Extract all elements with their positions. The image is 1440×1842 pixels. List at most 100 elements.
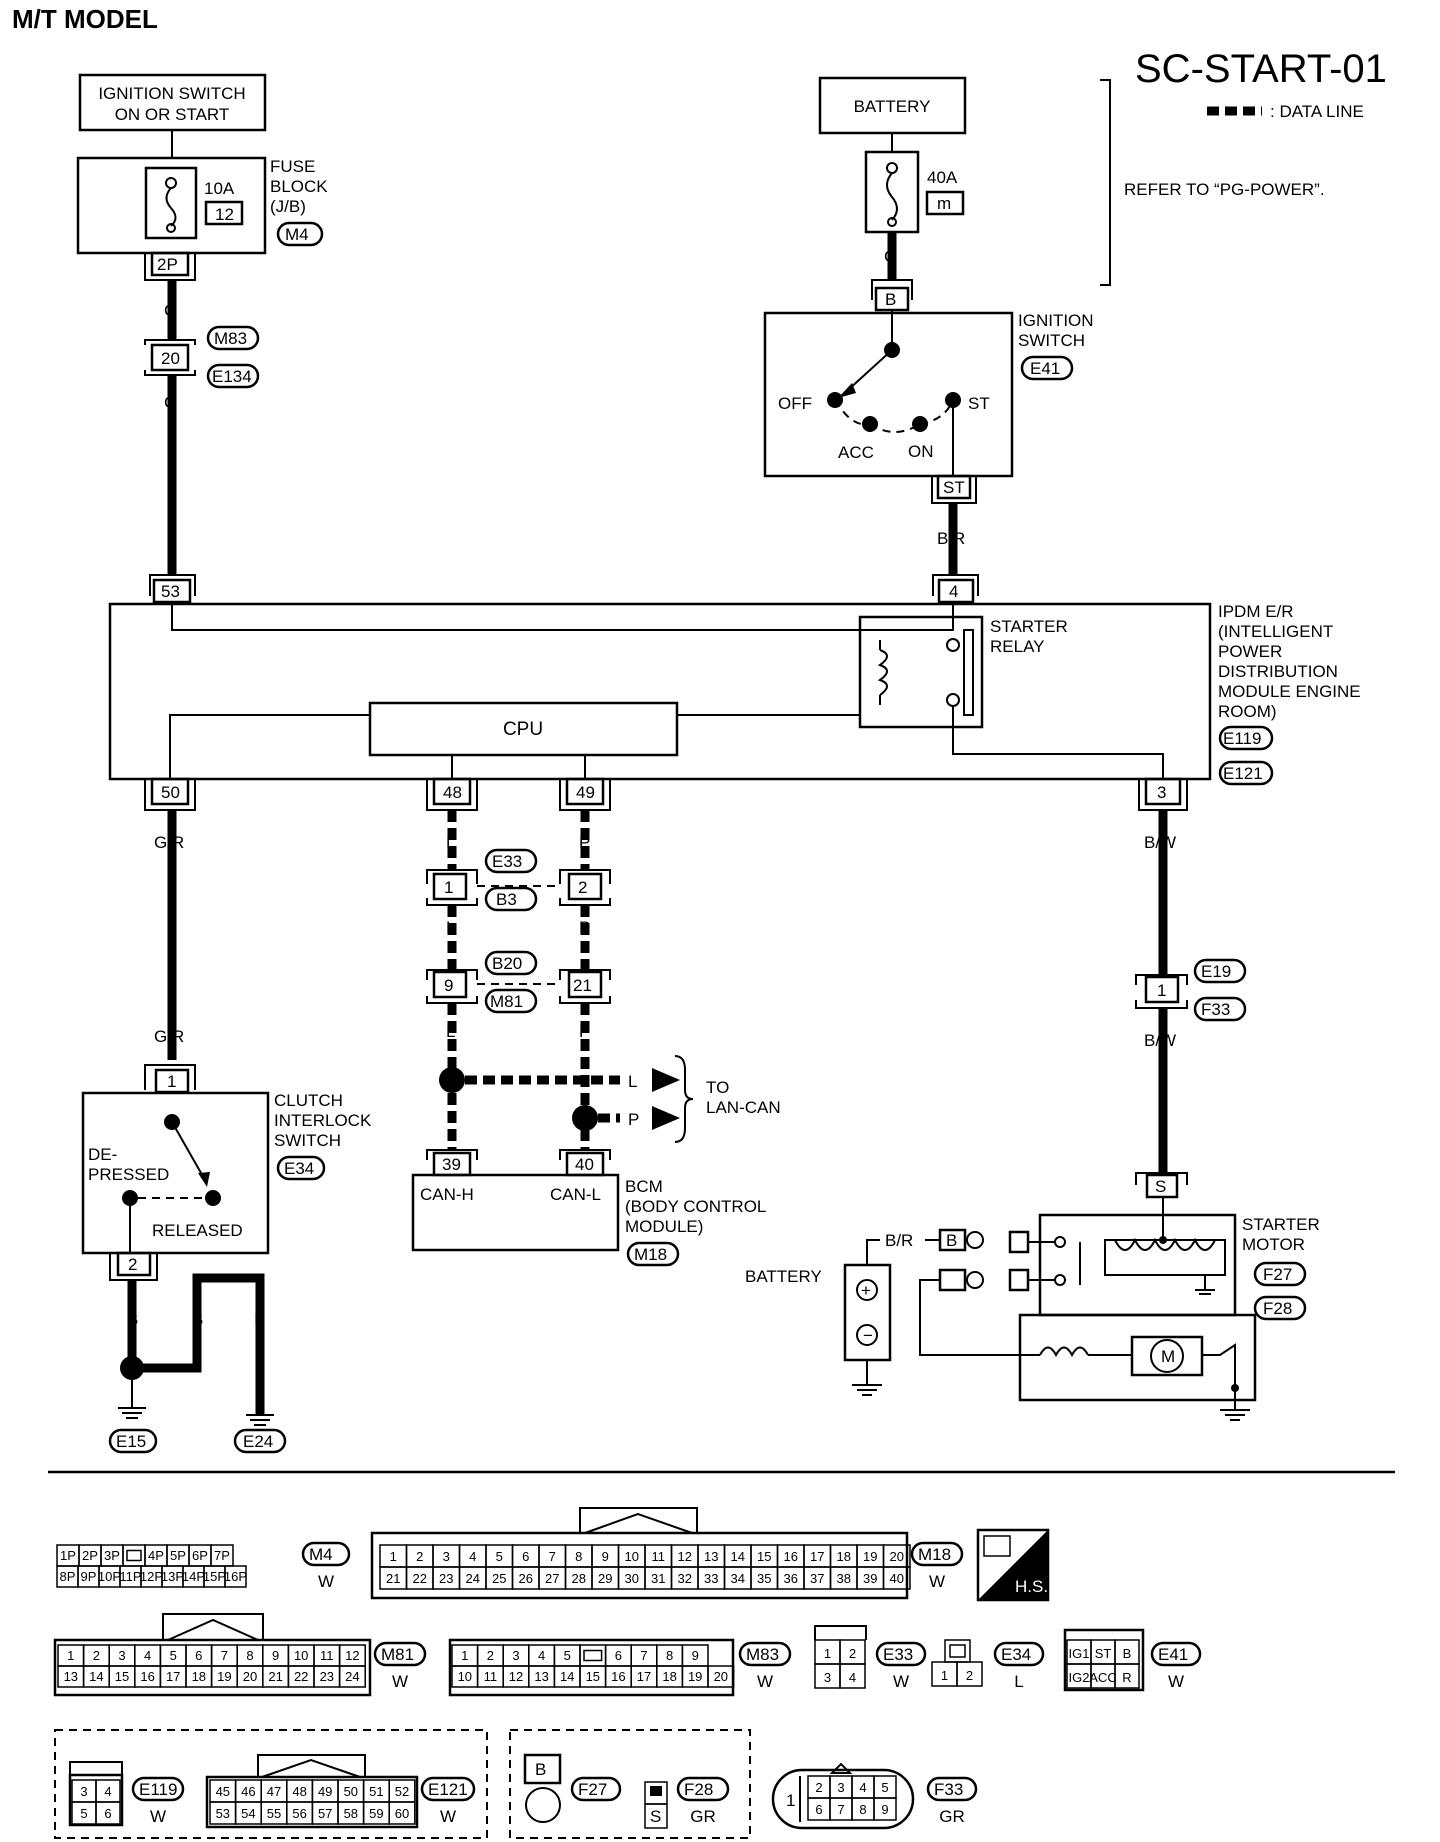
svg-text:2: 2 [966, 1668, 973, 1683]
svg-text:11: 11 [320, 1648, 334, 1663]
svg-text:6: 6 [195, 1648, 202, 1663]
svg-text:2: 2 [93, 1648, 100, 1663]
svg-text:CAN-H: CAN-H [420, 1185, 474, 1204]
svg-text:BLOCK: BLOCK [270, 177, 328, 196]
svg-text:IG2: IG2 [1069, 1670, 1090, 1685]
svg-text:BATTERY: BATTERY [745, 1267, 822, 1286]
svg-text:G: G [164, 301, 177, 320]
svg-text:5: 5 [881, 1780, 888, 1795]
svg-text:G: G [164, 393, 177, 412]
svg-text:W: W [392, 1672, 408, 1691]
svg-text:P: P [579, 918, 590, 937]
svg-text:7: 7 [837, 1802, 844, 1817]
svg-text:12: 12 [509, 1669, 523, 1684]
svg-text:RELAY: RELAY [990, 637, 1045, 656]
svg-text:E34: E34 [1001, 1645, 1031, 1664]
svg-text:9: 9 [444, 976, 453, 995]
svg-text:48: 48 [292, 1784, 306, 1799]
svg-text:4: 4 [104, 1784, 111, 1799]
svg-text:2P: 2P [157, 255, 178, 274]
svg-text:M83: M83 [214, 329, 247, 348]
svg-text:6P: 6P [192, 1548, 208, 1563]
svg-text:: DATA LINE: : DATA LINE [1270, 102, 1364, 121]
svg-text:5: 5 [80, 1806, 87, 1821]
svg-text:4: 4 [538, 1648, 545, 1663]
svg-text:38: 38 [837, 1571, 851, 1586]
svg-text:IGNITION: IGNITION [1018, 311, 1094, 330]
svg-text:49: 49 [318, 1784, 332, 1799]
svg-text:F27: F27 [1263, 1265, 1292, 1284]
svg-text:2: 2 [128, 1255, 137, 1274]
svg-text:IG1: IG1 [1069, 1646, 1090, 1661]
svg-text:3: 3 [837, 1780, 844, 1795]
svg-text:9: 9 [881, 1802, 888, 1817]
harness-side-badge: H.S. [976, 1528, 1050, 1602]
svg-text:18: 18 [192, 1669, 206, 1684]
model-title: M/T MODEL [12, 4, 158, 34]
svg-text:IGNITION SWITCH: IGNITION SWITCH [98, 84, 245, 103]
svg-text:9: 9 [272, 1648, 279, 1663]
connector-tag-f27: F27 [570, 1776, 622, 1802]
pin-2p: 2P [144, 251, 196, 281]
svg-text:21: 21 [268, 1669, 282, 1684]
svg-text:CAN-L: CAN-L [550, 1185, 601, 1204]
svg-text:B/R: B/R [937, 529, 965, 548]
svg-text:DE-: DE- [88, 1145, 117, 1164]
svg-text:10: 10 [625, 1549, 639, 1564]
svg-text:23: 23 [439, 1571, 453, 1586]
svg-text:14P: 14P [182, 1569, 205, 1584]
svg-text:ACC: ACC [1089, 1670, 1116, 1685]
svg-text:W: W [757, 1672, 773, 1691]
svg-text:W: W [893, 1672, 909, 1691]
svg-text:22: 22 [294, 1669, 308, 1684]
pin-cell [839, 1663, 866, 1689]
svg-text:L: L [628, 1072, 637, 1091]
svg-text:E33: E33 [883, 1645, 913, 1664]
svg-text:L: L [446, 1022, 455, 1041]
svg-text:E15: E15 [116, 1432, 146, 1451]
svg-text:MODULE ENGINE: MODULE ENGINE [1218, 682, 1361, 701]
svg-text:L: L [446, 918, 455, 937]
svg-text:15: 15 [115, 1669, 129, 1684]
svg-text:54: 54 [241, 1806, 255, 1821]
svg-text:G/R: G/R [154, 1027, 184, 1046]
starter-motor: S M STARTER MOTOR F27 F28 [745, 1172, 1320, 1421]
svg-text:15P: 15P [203, 1569, 226, 1584]
svg-text:3: 3 [1157, 783, 1166, 802]
ground-circuit: B B B E15 E24 [108, 1273, 287, 1454]
svg-text:60: 60 [395, 1806, 409, 1821]
svg-text:MOTOR: MOTOR [1242, 1235, 1305, 1254]
svg-text:4: 4 [859, 1780, 866, 1795]
svg-text:30: 30 [625, 1571, 639, 1586]
svg-text:CLUTCH: CLUTCH [274, 1091, 343, 1110]
svg-text:5: 5 [496, 1549, 503, 1564]
svg-text:W: W [150, 1807, 166, 1826]
svg-text:M81: M81 [381, 1645, 414, 1664]
svg-text:14: 14 [89, 1669, 103, 1684]
pin-cell [873, 1797, 897, 1821]
svg-text:6: 6 [815, 1802, 822, 1817]
svg-text:6: 6 [615, 1648, 622, 1663]
svg-text:2: 2 [849, 1646, 856, 1661]
svg-text:B: B [885, 290, 896, 309]
svg-text:P: P [579, 833, 590, 852]
svg-text:LAN-CAN: LAN-CAN [706, 1098, 781, 1117]
svg-text:17: 17 [810, 1549, 824, 1564]
svg-text:46: 46 [241, 1784, 255, 1799]
svg-text:3P: 3P [104, 1548, 120, 1563]
svg-text:17: 17 [166, 1669, 180, 1684]
svg-text:S: S [1155, 1177, 1166, 1196]
svg-text:29: 29 [598, 1571, 612, 1586]
svg-text:57: 57 [318, 1806, 332, 1821]
svg-text:M83: M83 [746, 1645, 779, 1664]
svg-text:F27: F27 [578, 1780, 607, 1799]
refer-note: REFER TO “PG-POWER”. [1124, 180, 1325, 199]
svg-text:3: 3 [80, 1784, 87, 1799]
svg-text:11: 11 [484, 1669, 498, 1684]
svg-text:16: 16 [140, 1669, 154, 1684]
